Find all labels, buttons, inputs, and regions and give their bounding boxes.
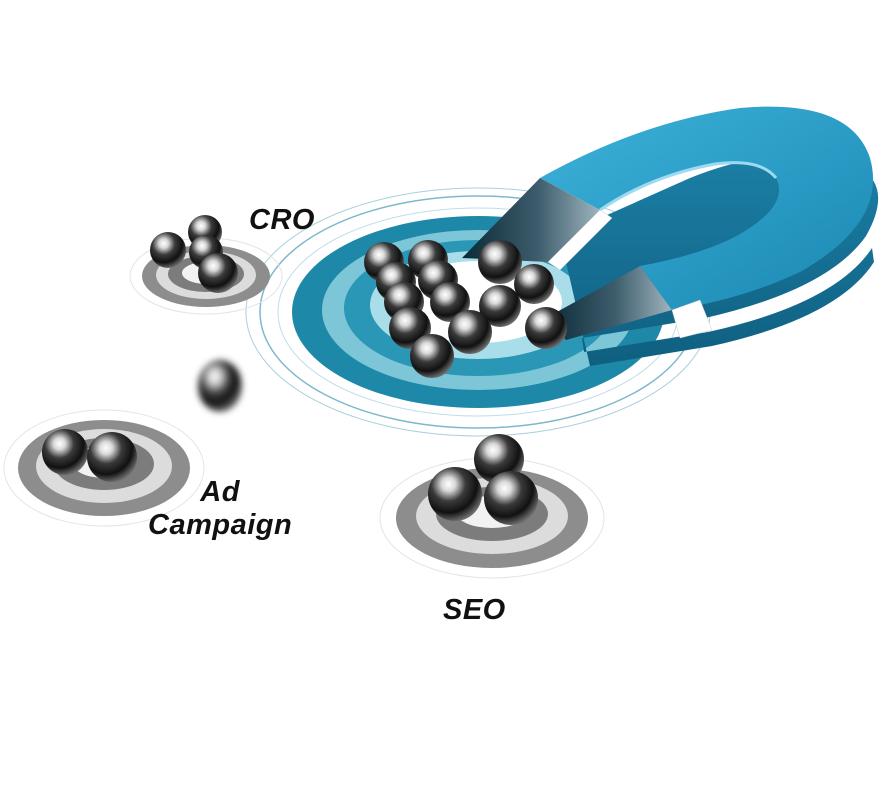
seo-label: SEO bbox=[443, 594, 506, 626]
cro-target bbox=[129, 215, 283, 315]
ad-campaign-target bbox=[3, 409, 205, 527]
cro-label: CRO bbox=[249, 204, 315, 236]
ad-campaign-label-line2: Campaign bbox=[148, 509, 293, 541]
moving-ball bbox=[198, 360, 242, 412]
horseshoe-magnet-icon bbox=[462, 106, 879, 366]
ad-campaign-label-line1: Ad bbox=[200, 476, 240, 508]
seo-target bbox=[379, 434, 605, 579]
ad-campaign-label: Ad Campaign bbox=[148, 476, 292, 542]
main-target-balls bbox=[364, 240, 567, 378]
